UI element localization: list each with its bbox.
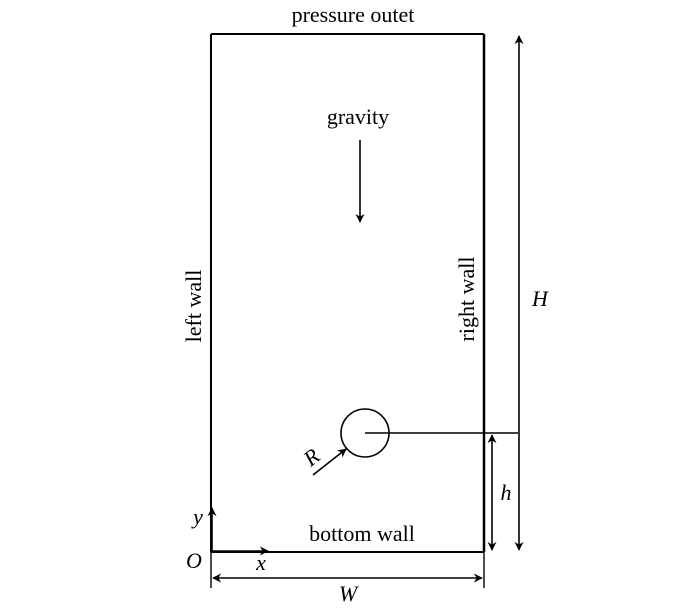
radius-label: R <box>298 443 325 472</box>
y-axis-label: y <box>191 504 203 529</box>
dimension-h-label: h <box>501 480 512 505</box>
right-wall-label: right wall <box>454 257 479 342</box>
pressure-outlet-label: pressure outet <box>292 2 415 27</box>
left-wall-label: left wall <box>181 270 206 343</box>
radius-arrow <box>312 448 347 476</box>
origin-label: O <box>186 548 202 573</box>
gravity-label: gravity <box>327 104 389 129</box>
dimension-W-label: W <box>339 581 359 606</box>
dimension-H-label: H <box>531 286 549 311</box>
x-axis-label: x <box>255 550 266 575</box>
bottom-wall-label: bottom wall <box>309 521 415 546</box>
